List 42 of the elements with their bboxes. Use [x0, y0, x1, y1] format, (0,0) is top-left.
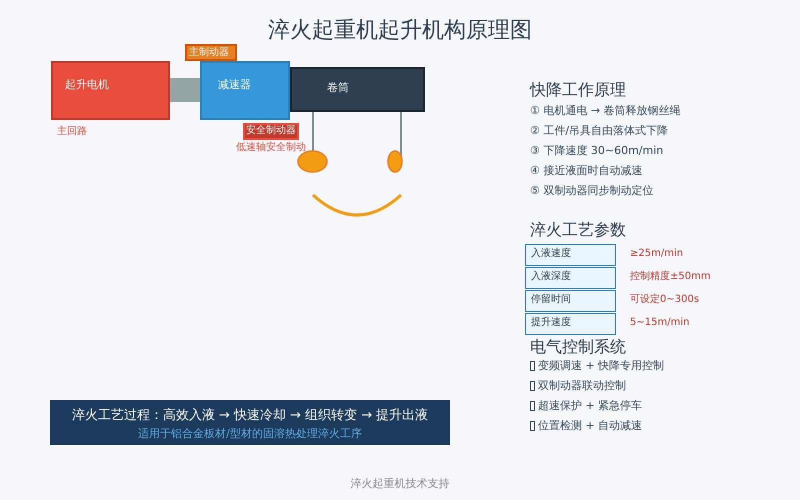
- hook-ellipse: [297, 150, 328, 173]
- node-label: 主制动器: [189, 46, 229, 59]
- node-label: 卷筒: [327, 81, 349, 94]
- list-item: 超速保护 + 紧急停车: [538, 399, 642, 412]
- cable-line: [312, 112, 314, 151]
- banner-title: 淬火工艺过程：高效入液 → 快速冷却 → 组织转变 → 提升出液: [70, 408, 430, 424]
- section-heading: 淬火工艺参数: [530, 220, 626, 240]
- table-cell: 入液深度: [525, 267, 616, 289]
- value-text: ≥25m/min: [630, 248, 684, 260]
- list-item: 变频调速 + 快降专用控制: [538, 359, 664, 372]
- coupling-shaft: [170, 78, 200, 102]
- motor-box: [51, 61, 170, 120]
- section-heading: 电气控制系统: [530, 337, 626, 356]
- list-item: 位置检测 + 自动减速: [538, 419, 642, 432]
- section-heading: 快降工作原理: [530, 80, 626, 100]
- list-item: ④ 接近液面时自动减速: [530, 164, 642, 178]
- reducer-box: [200, 61, 290, 120]
- table-cell: 提升速度: [525, 313, 616, 335]
- node-label: 起升电机: [65, 78, 109, 92]
- list-item: ② 工件/吊具自由落体式下降: [530, 124, 668, 138]
- node-caption: 主回路: [57, 126, 87, 138]
- value-text: 5~15m/min: [630, 317, 690, 329]
- table-cell: 停留时间: [525, 290, 616, 312]
- table-cell: 入液速度: [525, 244, 616, 266]
- banner-subtitle: 适用于铝合金板材/型材的固溶热处理淬火工序: [137, 427, 363, 440]
- cable-line: [400, 112, 402, 156]
- list-item: 双制动器联动控制: [538, 379, 626, 392]
- footer-text: 淬火起重机技术支持: [350, 477, 450, 490]
- list-item: ① 电机通电 → 卷筒释放钢丝绳: [530, 104, 681, 118]
- value-text: 控制精度±50mm: [630, 271, 711, 283]
- diagram-title: 淬火起重机起升机构原理图: [267, 18, 533, 44]
- node-caption: 低速轴安全制动: [236, 142, 306, 154]
- brake-box: [243, 123, 299, 140]
- list-item: ⑤ 双制动器同步制动定位: [530, 184, 654, 198]
- value-text: 可设定0~300s: [630, 294, 700, 306]
- process-banner: [50, 400, 450, 445]
- drum-box: [290, 67, 425, 112]
- brake-box: [185, 44, 237, 61]
- node-label: 减速器: [218, 78, 251, 92]
- node-label: 安全制动器: [245, 125, 297, 137]
- hook-ellipse: [387, 150, 403, 173]
- list-item: ③ 下降速度 30~60m/min: [530, 144, 664, 158]
